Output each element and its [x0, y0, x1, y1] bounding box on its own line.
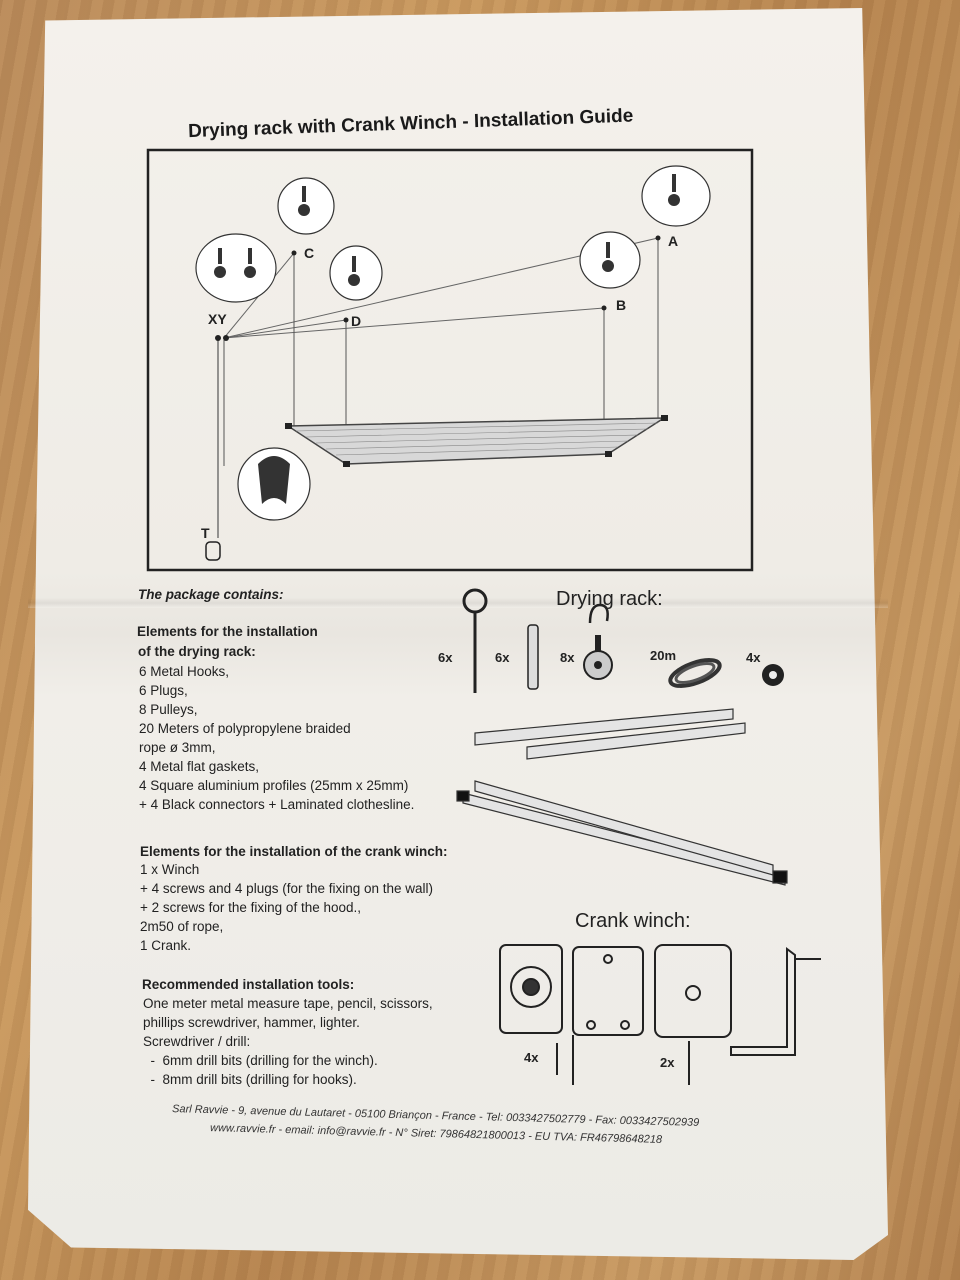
- point-x: [215, 335, 221, 341]
- rope-line-d: [223, 319, 347, 339]
- list-item: + 2 screws for the fixing of the hood.,: [140, 900, 361, 915]
- qty-pulleys: 8x: [560, 650, 575, 665]
- qty-hooks: 6x: [438, 650, 453, 665]
- rack-elements-heading-2: of the drying rack:: [138, 644, 256, 659]
- label-d: D: [351, 313, 361, 329]
- list-item: 6 Plugs,: [139, 683, 188, 698]
- tools-heading: Recommended installation tools:: [142, 977, 355, 992]
- list-item: 4 Metal flat gaskets,: [139, 759, 260, 774]
- list-item: One meter metal measure tape, pencil, sc…: [143, 996, 433, 1011]
- qty-gaskets: 4x: [746, 650, 761, 665]
- paper-fold: [28, 598, 888, 608]
- winch-back-plate-icon: [572, 946, 644, 1036]
- list-item: + 4 screws and 4 plugs (for the fixing o…: [140, 881, 434, 896]
- pulley-icon: [583, 603, 613, 680]
- point-b: [601, 305, 607, 311]
- list-item: 1 x Winch: [140, 862, 200, 877]
- list-item: + 4 Black connectors + Laminated clothes…: [139, 797, 415, 812]
- bubble-b: [579, 231, 641, 289]
- list-item: 4 Square aluminium profiles (25mm x 25mm…: [139, 778, 409, 793]
- crank-handle-icon: [730, 947, 821, 1056]
- label-t: T: [201, 525, 210, 541]
- instruction-sheet: [28, 8, 888, 1260]
- list-item: 8 Pulleys,: [139, 702, 198, 717]
- rope-coil-icon: [668, 658, 722, 688]
- list-item: 2m50 of rope,: [140, 919, 224, 934]
- metal-hook-icon: [462, 588, 488, 693]
- qty-rope: 20m: [650, 648, 677, 663]
- point-y: [223, 335, 229, 341]
- clothesline-strips: [295, 422, 659, 456]
- list-item: phillips screwdriver, hammer, lighter.: [143, 1015, 360, 1030]
- tools-list: One meter metal measure tape, pencil, sc…: [143, 994, 433, 1089]
- aluminium-profiles-icon: [456, 708, 788, 886]
- drying-rack-frame: [285, 417, 667, 465]
- plug-icon: [527, 624, 539, 690]
- winch-elements-list: 1 x Winch + 4 screws and 4 plugs (for th…: [140, 860, 433, 955]
- list-item: 6 Metal Hooks,: [139, 664, 230, 679]
- qty-hood-screws: 2x: [660, 1055, 675, 1070]
- winch-elements-heading: Elements for the installation of the cra…: [140, 844, 448, 859]
- rack-elements-heading-1: Elements for the installation: [137, 624, 318, 639]
- winch-screws-icon: [556, 1035, 574, 1085]
- point-a: [655, 235, 661, 241]
- rack-elements-list: 6 Metal Hooks, 6 Plugs, 8 Pulleys, 20 Me…: [139, 662, 414, 814]
- winch-hood-icon: [654, 944, 732, 1038]
- connector-4: [343, 461, 350, 467]
- connector-1: [285, 423, 292, 429]
- point-d: [343, 317, 349, 323]
- crank-winch-heading: Crank winch:: [575, 910, 691, 932]
- diagram-frame: [146, 148, 754, 572]
- label-xy: XY: [208, 311, 227, 327]
- gasket-icon: [762, 664, 784, 686]
- installation-diagram: C D A B XY T: [146, 148, 754, 572]
- pulley-icons: [214, 174, 680, 504]
- package-heading: The package contains:: [138, 587, 284, 602]
- bubble-d: [329, 245, 383, 301]
- point-c: [291, 250, 297, 256]
- connector-3: [605, 451, 612, 457]
- label-c: C: [304, 245, 314, 261]
- winch-body-icon: [499, 944, 563, 1034]
- label-a: A: [668, 233, 678, 249]
- list-item: Screwdriver / drill:: [143, 1034, 251, 1049]
- qty-plugs: 6x: [495, 650, 510, 665]
- parts-illustration: [456, 588, 788, 886]
- crank-winch-illustration: [499, 944, 821, 1085]
- bubble-xy: [195, 233, 277, 303]
- crank-winch-small: [205, 541, 221, 561]
- list-item: - 8mm drill bits (drilling for hooks).: [143, 1072, 357, 1087]
- callout-bubbles: [195, 165, 711, 521]
- list-item: 20 Meters of polypropylene braided: [139, 721, 351, 736]
- installation-diagram-svg: C D A B XY T: [146, 148, 754, 572]
- drying-rack-heading: Drying rack:: [556, 588, 663, 610]
- qty-winch-screws: 4x: [524, 1050, 539, 1065]
- list-item: 1 Crank.: [140, 938, 192, 953]
- rope-line-b: [223, 307, 605, 339]
- list-item: rope ø 3mm,: [139, 740, 216, 755]
- list-item: - 6mm drill bits (drilling for the winch…: [143, 1053, 378, 1068]
- label-b: B: [616, 297, 626, 313]
- connector-2: [661, 415, 668, 421]
